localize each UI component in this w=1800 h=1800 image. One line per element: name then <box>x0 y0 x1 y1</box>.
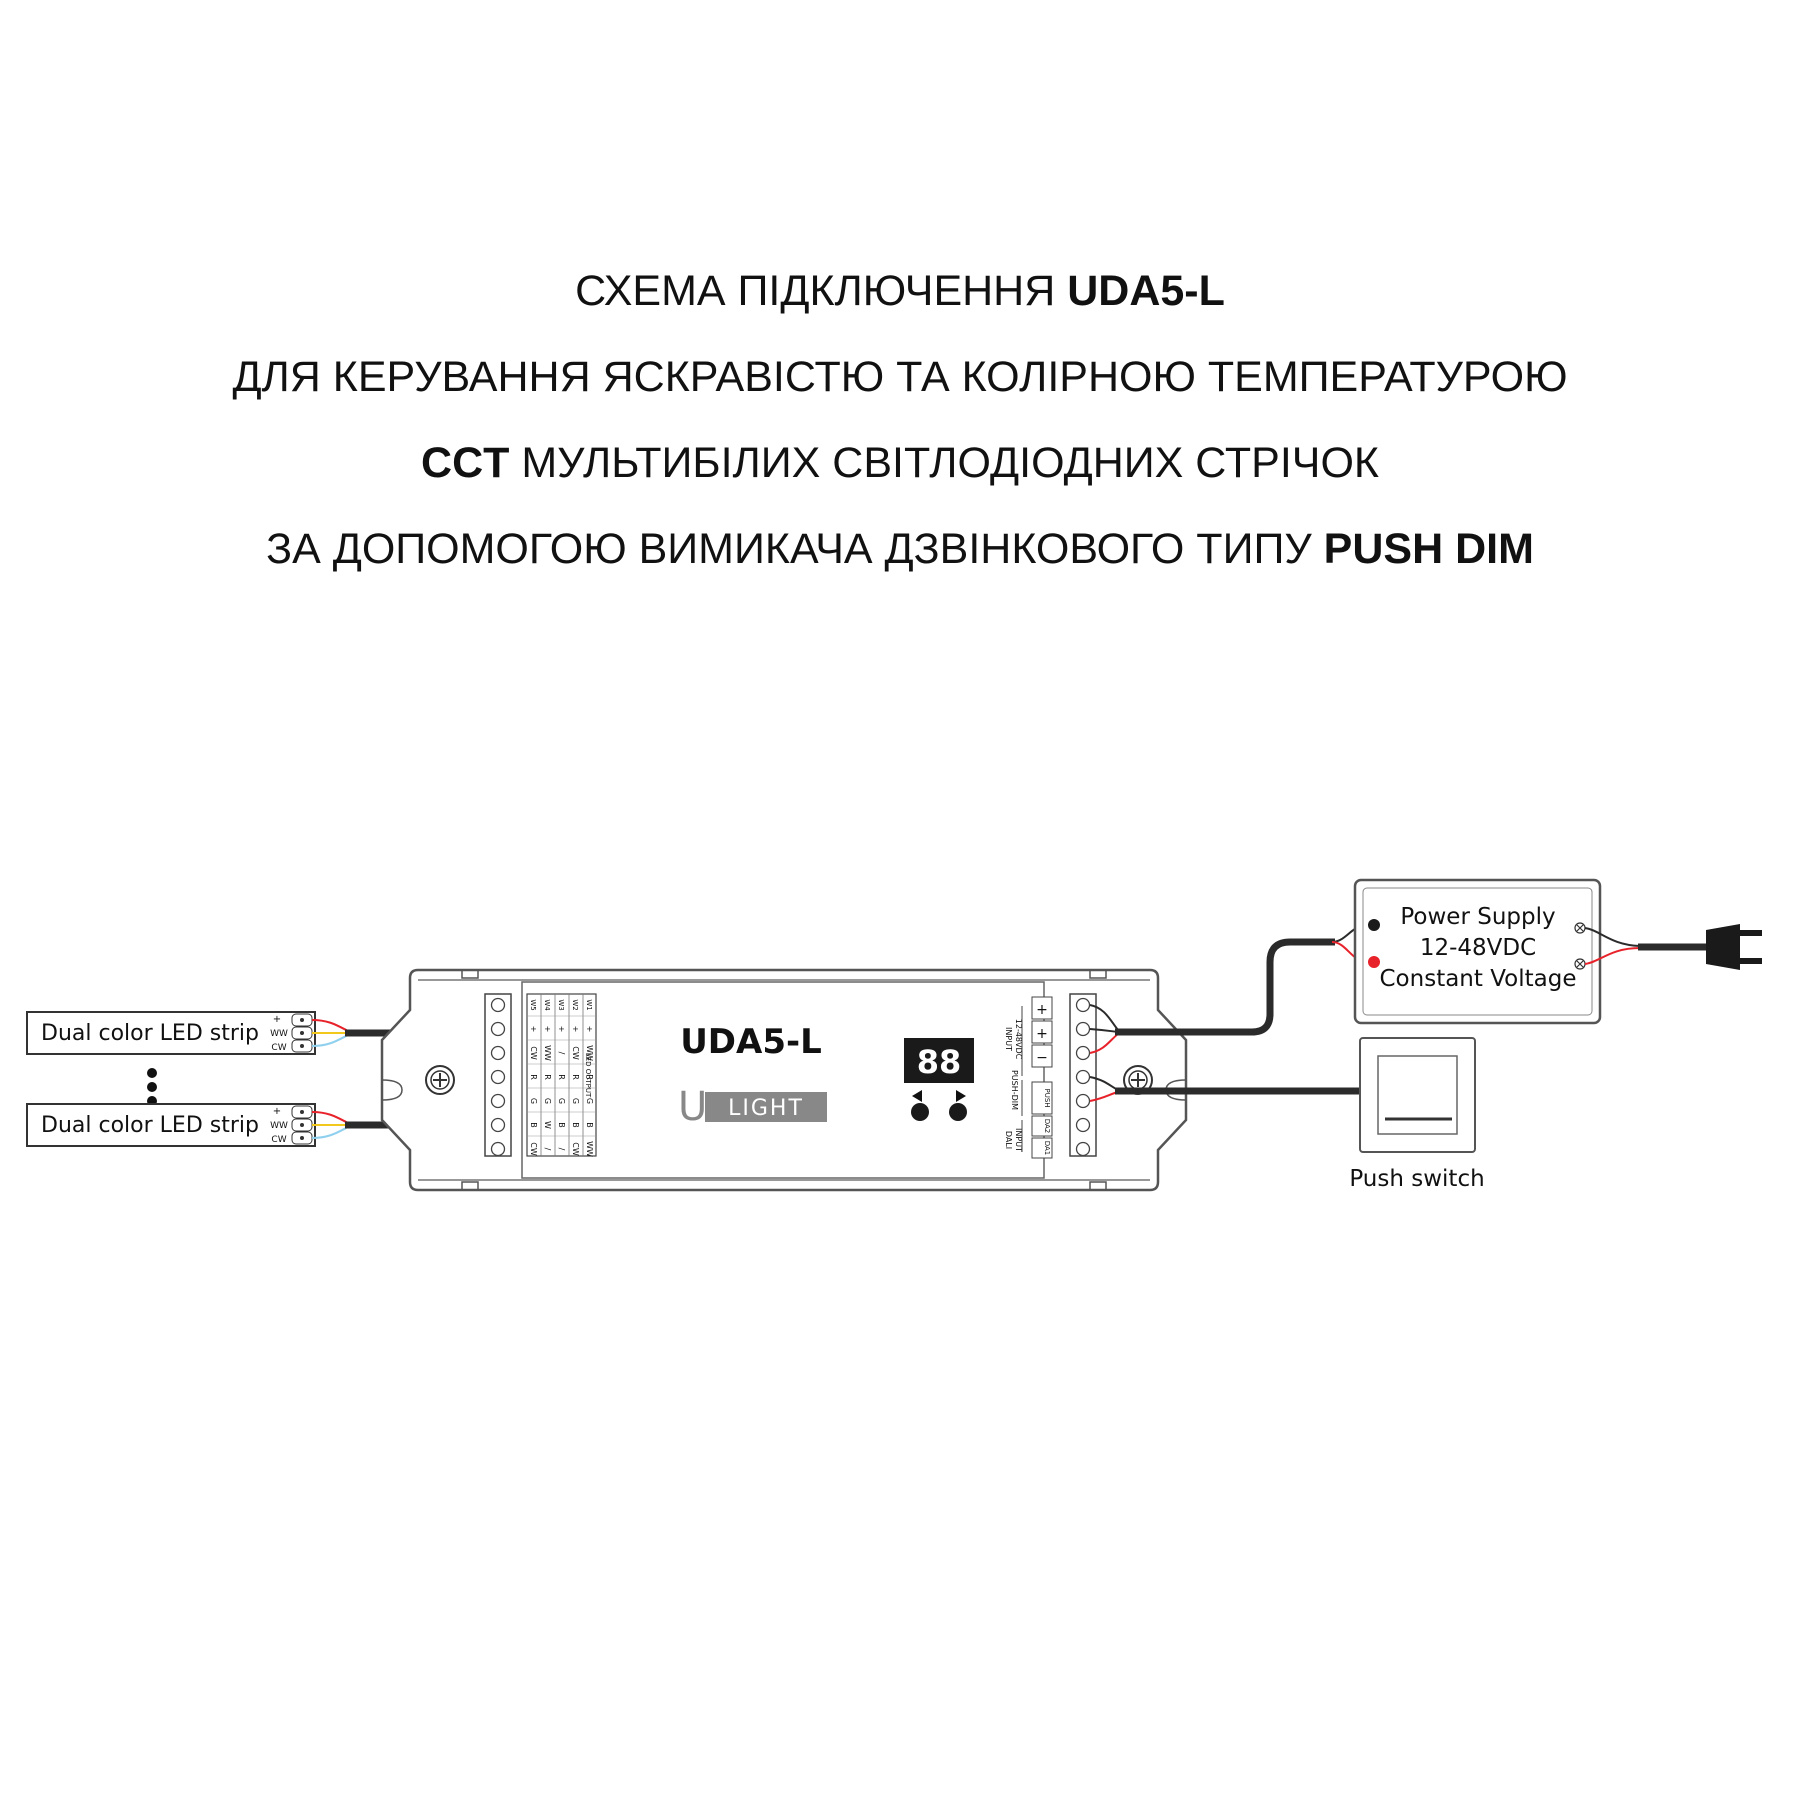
led-output-cell: + <box>557 1026 566 1033</box>
svg-text:LED OUTPUT: LED OUTPUT <box>584 1053 592 1098</box>
led-output-cell: G <box>529 1098 538 1104</box>
svg-text:INPUT: INPUT <box>1004 1027 1013 1051</box>
controller-model: UDA5-L <box>680 1022 822 1062</box>
led-output-cell: / <box>557 1052 566 1055</box>
svg-text:DALI: DALI <box>1004 1131 1013 1149</box>
svg-text:WW: WW <box>270 1029 288 1039</box>
led-output-header: W4 <box>543 999 551 1011</box>
svg-text:12-48VDC: 12-48VDC <box>1420 935 1536 961</box>
svg-text:PUSH-DIM: PUSH-DIM <box>1010 1070 1019 1110</box>
ps-positive-terminal <box>1368 956 1380 968</box>
title-line-4: ЗА ДОПОМОГОЮ ВИМИКАЧА ДЗВІНКОВОГО ТИПУ P… <box>266 525 1534 573</box>
led-output-cell: WW <box>585 1045 594 1061</box>
led-output-header: W1 <box>585 999 593 1010</box>
led-output-header: W3 <box>557 999 565 1010</box>
mains-plug-icon <box>1584 924 1762 970</box>
svg-text:DA2: DA2 <box>1043 1119 1051 1134</box>
svg-text:Power Supply: Power Supply <box>1400 904 1555 930</box>
more-strips-dots <box>147 1068 157 1106</box>
diagram-title: СХЕМА ПІДКЛЮЧЕННЯ UDA5-L ДЛЯ КЕРУВАННЯ Я… <box>0 270 1800 614</box>
led-output-cell: + <box>571 1026 580 1033</box>
led-strip-2: Dual color LED strip + WW CW <box>26 1103 316 1147</box>
left-button[interactable] <box>911 1103 929 1121</box>
led-output-cell: G <box>585 1098 594 1104</box>
svg-text:LIGHT: LIGHT <box>728 1096 804 1121</box>
led-output-cell: / <box>543 1148 552 1151</box>
led-output-cell: W <box>543 1121 552 1129</box>
segment-display: 88 <box>904 1038 974 1083</box>
input-terminal-labels: + + − PUSH DA2 DA1 <box>1031 996 1053 1159</box>
led-output-cell: B <box>585 1122 594 1128</box>
led-output-cell: R <box>557 1074 566 1080</box>
led-output-cell: G <box>543 1098 552 1104</box>
title-line-3: CCT МУЛЬТИБІЛИХ СВІТЛОДІОДНИХ СТРІЧОК <box>421 439 1379 487</box>
ps-negative-terminal <box>1368 919 1380 931</box>
svg-text:88: 88 <box>917 1043 962 1081</box>
svg-text:INPUT: INPUT <box>1014 1128 1023 1152</box>
led-output-cell: B <box>557 1122 566 1128</box>
led-output-cell: WW <box>543 1045 552 1061</box>
controller-uda5-l: LED OUTPUT + WW R G B WW W1 + CW R G B CW W2 + / R G B / W3 +… <box>380 968 1188 1192</box>
title-line-2: ДЛЯ КЕРУВАННЯ ЯСКРАВІСТЮ ТА КОЛІРНОЮ ТЕМ… <box>232 353 1568 401</box>
led-output-cell: R <box>585 1074 594 1080</box>
led-output-cell: CW <box>529 1046 538 1060</box>
push-switch-label: Push switch <box>1349 1166 1484 1192</box>
led-strip-1: Dual color LED strip + WW CW <box>26 1011 316 1055</box>
svg-text:DA1: DA1 <box>1043 1141 1051 1156</box>
power-supply: Power Supply 12-48VDC Constant Voltage <box>1353 878 1602 1025</box>
led-output-cell: G <box>571 1098 580 1104</box>
svg-text:+: + <box>273 1106 281 1117</box>
svg-text:Constant Voltage: Constant Voltage <box>1380 966 1577 992</box>
svg-text:PUSH: PUSH <box>1043 1088 1051 1107</box>
led-output-cell: R <box>571 1074 580 1080</box>
svg-text:−: − <box>1036 1050 1048 1066</box>
led-output-header: W2 <box>571 999 579 1010</box>
led-output-cell: R <box>543 1074 552 1080</box>
led-output-header: W5 <box>529 999 537 1010</box>
led-strip-1-label: Dual color LED strip <box>41 1021 259 1046</box>
led-output-cell: G <box>557 1098 566 1104</box>
svg-text:+: + <box>1036 1026 1048 1042</box>
led-output-cell: + <box>529 1026 538 1033</box>
svg-text:U: U <box>678 1084 707 1130</box>
svg-text:+: + <box>1036 1002 1048 1018</box>
svg-text:12-48VDC: 12-48VDC <box>1014 1019 1023 1060</box>
led-output-cell: CW <box>571 1046 580 1060</box>
led-output-cell: + <box>543 1026 552 1033</box>
push-switch: Push switch <box>1349 1037 1485 1192</box>
ulight-logo: U LIGHT <box>678 1084 827 1130</box>
led-output-cell: / <box>557 1148 566 1151</box>
led-output-cell: + <box>585 1026 594 1033</box>
right-arrow-icon <box>956 1090 966 1102</box>
led-output-cell: CW <box>529 1142 538 1156</box>
svg-text:CW: CW <box>271 1043 286 1053</box>
led-output-cell: B <box>571 1122 580 1128</box>
led-output-cell: R <box>529 1074 538 1080</box>
left-arrow-icon <box>912 1090 922 1102</box>
led-output-cell: B <box>529 1122 538 1128</box>
svg-text:CW: CW <box>271 1135 286 1145</box>
led-output-cell: CW <box>571 1142 580 1156</box>
led-strip-2-label: Dual color LED strip <box>41 1113 259 1138</box>
svg-text:+: + <box>273 1014 281 1025</box>
led-output-cell: WW <box>585 1141 594 1157</box>
push-switch-wires <box>1089 1076 1360 1102</box>
title-line-1: СХЕМА ПІДКЛЮЧЕННЯ UDA5-L <box>575 267 1225 315</box>
right-button[interactable] <box>949 1103 967 1121</box>
svg-text:WW: WW <box>270 1121 288 1131</box>
led-output-table: LED OUTPUT + WW R G B WW W1 + CW R G B CW W2 + / R G B / W3 +… <box>526 993 597 1157</box>
